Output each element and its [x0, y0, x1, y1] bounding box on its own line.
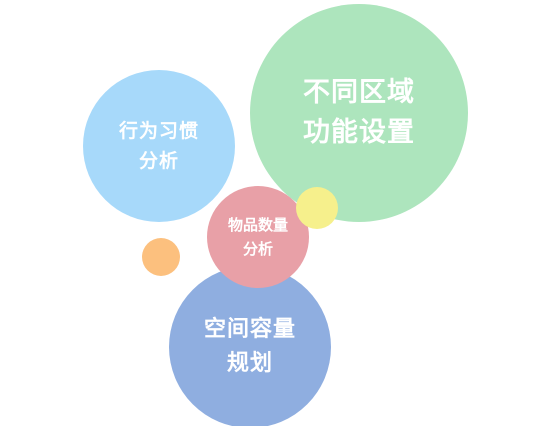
- bubble-label-line-1: 不同区域: [303, 77, 415, 108]
- bubble-label-line-2: 功能设置: [303, 117, 415, 148]
- bubble-label-line-1: 空间容量: [203, 317, 296, 342]
- bubble-label-line-2: 规划: [226, 351, 273, 376]
- bubble-label-line-2: 分析: [138, 150, 179, 172]
- decorative-orange-dot: [142, 238, 180, 276]
- bubble-item-quantity-analysis: 物品数量 分析: [207, 186, 309, 288]
- bubble-label-line-1: 物品数量: [227, 216, 288, 234]
- bubble-label-line-2: 分析: [242, 240, 273, 258]
- bubble-behavior-habit-analysis: 行为习惯 分析: [83, 70, 235, 222]
- bubble-space-capacity-planning: 空间容量 规划: [169, 266, 331, 426]
- bubble-area-function-settings: 不同区域 功能设置: [250, 4, 468, 222]
- bubble-label-line-1: 行为习惯: [118, 120, 199, 142]
- decorative-yellow-dot: [296, 187, 338, 229]
